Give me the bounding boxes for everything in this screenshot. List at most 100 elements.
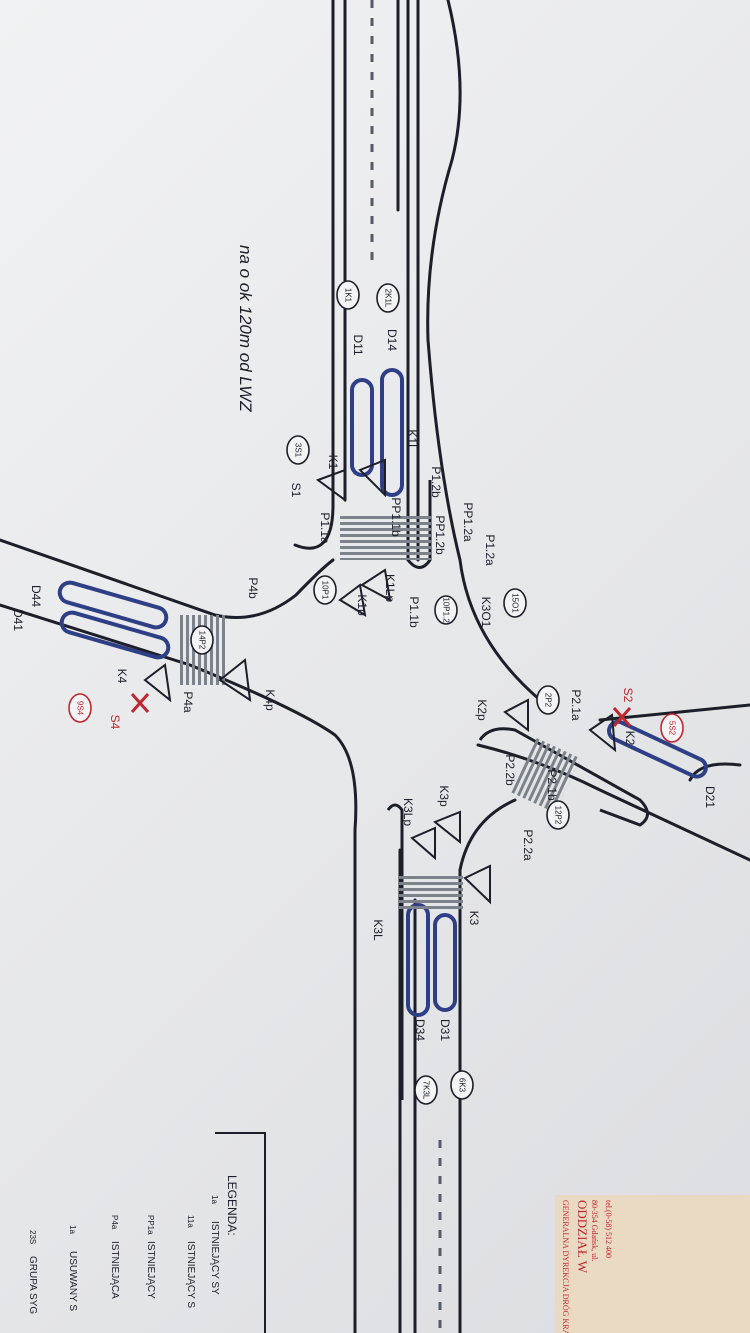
label-s2: S2 [621,688,635,703]
traffic-islands [57,368,708,1017]
label-text: K4p [263,689,277,711]
label-p1-2a: P1.2a [483,534,497,566]
label-10p1: 10P1 [313,575,337,605]
label-k2p: K2p [475,699,489,721]
label-text: K3Lp [401,798,415,826]
label-pp1-1b: PP1.1b [389,497,403,537]
label-k1: K1 [326,455,340,470]
signal-k3p [433,810,461,845]
label-p1-1a: P1.1a [318,512,332,544]
label-text: S2 [621,688,635,703]
label-k4p: K4p [263,689,277,711]
label-text: D14 [385,329,399,351]
legend-row-tag: 11a [186,1215,195,1228]
label-3s1: 3S1 [286,435,310,465]
label-text: PP1.2b [433,515,447,555]
label-circle [190,625,214,655]
stamp-line-2: ODDZIAŁ W [575,1200,590,1274]
label-text: 2K1L [384,289,393,308]
label-text: P2.2a [521,829,535,861]
island-west-d11 [350,378,374,477]
label-text: D34 [413,1019,427,1041]
label-text: P1.1a [318,512,332,544]
label-circle [536,685,560,715]
pedestrian-crossings [180,515,581,910]
label-text: P1.2b [429,466,443,498]
legend-frame [215,1132,266,1333]
label-text: K1Lp [383,574,397,602]
label-k3p: K3p [437,785,451,807]
label-circle [376,283,400,313]
label-text: 10P1.2 [442,597,451,623]
signal-k1l [358,458,386,498]
label-d11: D11 [351,334,365,355]
stamp-line-3: 80-354 Gdańsk, ul. [590,1200,599,1261]
island-ne-d21 [607,719,708,779]
label-text: 10P1 [321,581,330,600]
label-6k3: 6K3 [450,1070,474,1100]
label-text: S4 [108,715,122,730]
label-circle [503,588,527,618]
island-sw-d41 [59,610,171,660]
signal-k1lp [360,568,392,602]
label-p2-1b: P2.1b [545,769,559,801]
label-12p2: 12P2 [546,800,570,830]
label-text: D11 [351,334,365,355]
label-text: S1 [289,483,303,498]
distance-note: na o ok 120m od LWZ [236,245,255,412]
label-10p12: 10P1.2 [434,595,458,625]
office-stamp: GENERALNA DYREKCJA DRÓG KRA ODDZIAŁ W 80… [555,1195,750,1333]
label-d44: D44 [29,585,43,607]
label-text: 12P2 [554,806,563,825]
road-edge-sw-top [0,538,335,619]
road-edge-ne-top [598,703,750,722]
signal-k1p [338,583,367,617]
label-circle [434,595,458,625]
island-west-outline [406,300,432,569]
label-d21: D21 [703,786,717,808]
label-circle [313,575,337,605]
legend-row-tag: PP1a [146,1215,155,1235]
label-text: K1p [355,594,369,616]
label-text: P1.1b [407,596,421,628]
road-edge-west-left [293,0,335,550]
legend-row-text: GRUPA SYG [27,1256,38,1314]
label-circle [660,713,684,743]
stamp-line-1: GENERALNA DYREKCJA DRÓG KRA [561,1200,571,1333]
legend-row-tag: 1a [68,1225,77,1234]
label-s4: S4 [108,715,122,730]
legend-row-tag: 1a [210,1195,219,1204]
label-d34: D34 [413,1019,427,1041]
label-text: K3 [467,911,481,926]
island-outlines [386,300,649,1100]
label-text: 15O1 [511,593,520,613]
legend-title: LEGENDA: [225,1175,239,1236]
label-k3l: K3L [371,919,385,941]
label-2p2: 2P2 [536,685,560,715]
signal-k2 [588,713,617,753]
label-text: PP1.2a [461,502,475,542]
label-text: K1L [405,429,419,451]
label-k1p: K1p [355,594,369,616]
crossing-se [398,875,463,910]
label-circle [414,1075,438,1105]
label-p2-2a: P2.2a [521,829,535,861]
road-edge-sw-bottom [0,603,358,1333]
label-k3o1: K3O1 [479,597,493,628]
label-k3: K3 [467,911,481,926]
label-text: 3S1 [294,443,303,458]
label-text: 7K3L [422,1081,431,1100]
island-west-d14 [380,368,404,497]
removed-signals [130,693,632,727]
label-p2-2b: P2.2b [503,754,517,786]
signal-k4p [218,658,252,703]
legend-row-text: ISTNIEJĄCY S [185,1241,196,1308]
label-text: P4b [246,577,260,599]
legend-row-text: ISTNIEJĄCY [145,1241,156,1299]
label-text: 6K3 [458,1078,467,1093]
label-text: K4 [115,669,129,684]
